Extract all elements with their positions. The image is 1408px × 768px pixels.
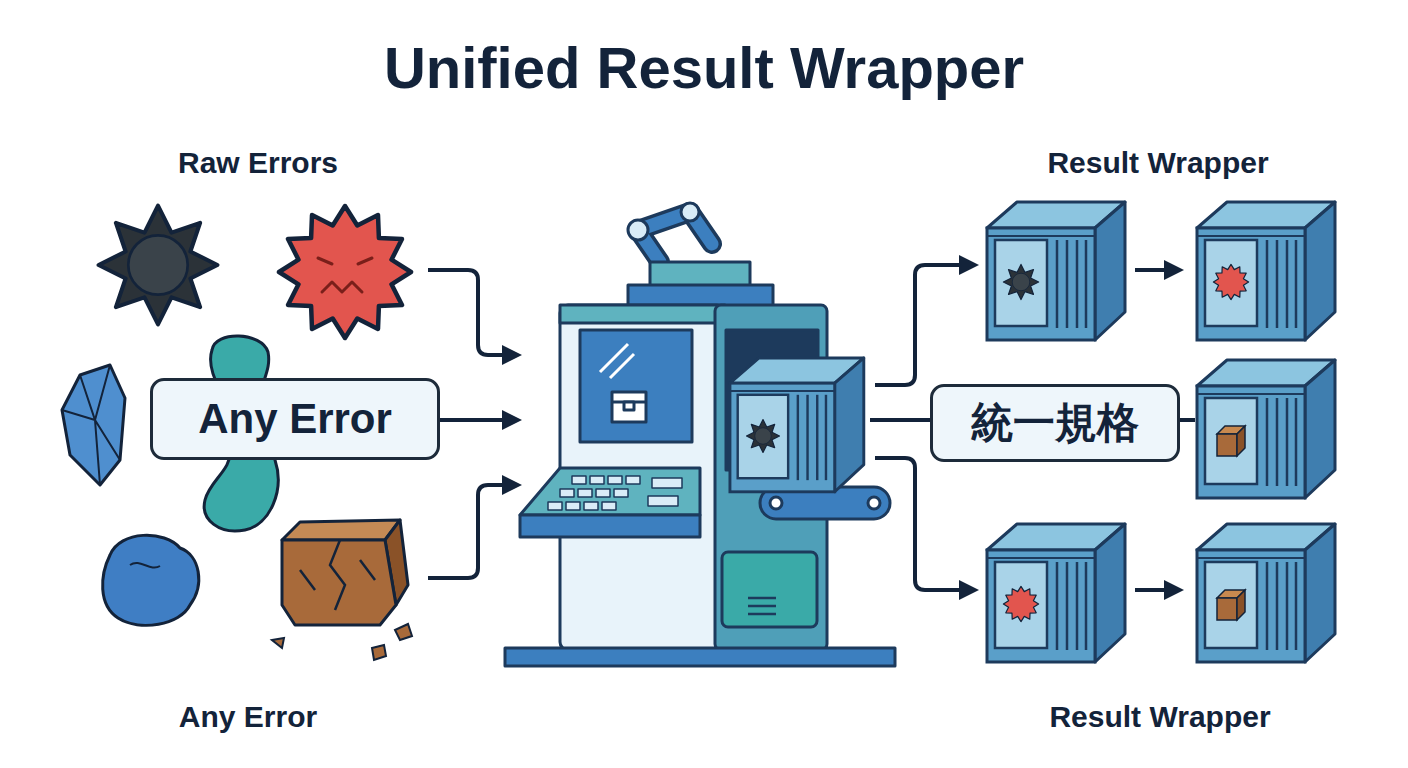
key — [614, 489, 628, 497]
input-arrow — [428, 270, 518, 355]
output-line — [870, 418, 935, 422]
key — [566, 502, 580, 510]
arm-joint — [681, 203, 699, 221]
input-arrow — [428, 485, 518, 578]
robot-arm — [638, 212, 712, 262]
cube-top — [282, 520, 400, 540]
output-arrow — [875, 265, 975, 385]
key — [626, 476, 640, 484]
label-box: Any Error — [150, 378, 440, 460]
key — [648, 496, 678, 506]
spiky-icon — [747, 420, 780, 453]
burst-icon — [1003, 586, 1038, 621]
label-box: 統一規格 — [930, 384, 1180, 462]
result-container — [1197, 202, 1335, 340]
output-line — [1178, 418, 1195, 422]
key — [548, 502, 562, 510]
cube-front — [282, 540, 396, 625]
crate-icon — [1217, 590, 1245, 620]
panel-vent — [748, 598, 776, 614]
debris — [272, 638, 284, 648]
roller — [770, 497, 782, 509]
section-label: Result Wrapper — [1047, 146, 1268, 179]
key — [596, 489, 610, 497]
machine-band — [560, 305, 725, 323]
key — [578, 489, 592, 497]
red-burst — [279, 206, 411, 338]
keys — [548, 476, 682, 510]
box-label: Any Error — [198, 396, 392, 442]
result-container — [987, 524, 1125, 662]
spiky-error — [99, 206, 218, 325]
keyboard-panel — [520, 468, 700, 515]
diagram-title: Unified Result Wrapper — [0, 36, 1408, 100]
output-arrow — [875, 458, 975, 590]
screen-glare — [600, 344, 634, 378]
result-container — [1197, 524, 1335, 662]
machine-screen — [580, 330, 692, 442]
screen-icon-tab — [624, 402, 634, 410]
key — [608, 476, 622, 484]
debris — [372, 645, 386, 660]
burst-icon — [1213, 264, 1248, 299]
lower-panel — [722, 552, 817, 627]
key — [560, 489, 574, 497]
arm-outline — [638, 212, 712, 262]
step-arrow — [1135, 268, 1180, 272]
wrapper-machine — [505, 203, 895, 666]
key — [590, 476, 604, 484]
section-label: Raw Errors — [178, 146, 338, 179]
key — [652, 478, 682, 488]
crystal-facets — [62, 365, 120, 485]
arm-joint — [628, 220, 648, 240]
screen-icon — [612, 392, 646, 422]
key — [584, 502, 598, 510]
section-label: Result Wrapper — [1049, 700, 1270, 733]
box-label: 統一規格 — [971, 400, 1139, 446]
angry-error — [279, 206, 411, 338]
key — [602, 502, 616, 510]
wrapped-container — [730, 358, 864, 492]
cube-cracks — [300, 540, 375, 610]
result-container — [1197, 360, 1335, 498]
machine-top — [650, 262, 750, 287]
broken-cube — [272, 520, 412, 660]
input-arrows — [428, 270, 518, 578]
debris — [395, 624, 412, 640]
crate-icon — [1217, 426, 1245, 456]
section-label: Any Error — [179, 700, 317, 733]
raw-errors — [62, 206, 412, 660]
keyboard-edge — [520, 515, 700, 537]
angry-eyes — [318, 258, 372, 264]
input-arrow — [440, 418, 518, 422]
roller — [868, 497, 880, 509]
step-arrow — [1135, 588, 1180, 592]
angry-mouth — [322, 282, 362, 292]
blob-mark — [130, 563, 160, 568]
spiky-icon — [1003, 264, 1038, 299]
crystal-error — [62, 365, 125, 485]
machine-base — [505, 648, 895, 666]
blue-blob — [103, 535, 199, 625]
result-container — [987, 202, 1125, 340]
key — [572, 476, 586, 484]
